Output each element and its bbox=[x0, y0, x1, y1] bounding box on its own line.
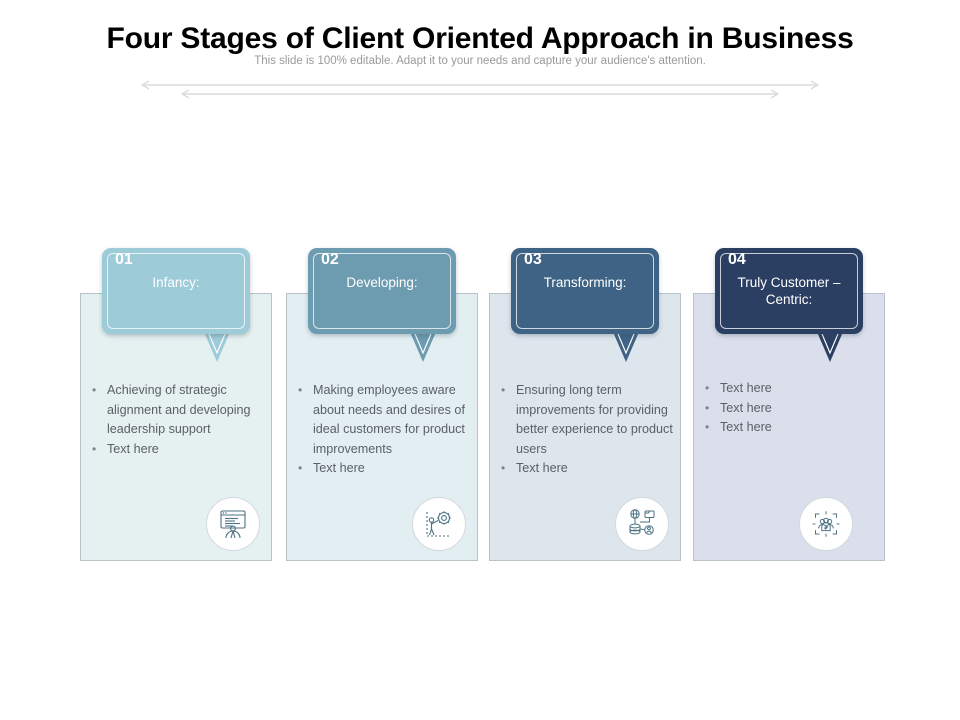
list-item: Making employees aware about needs and d… bbox=[296, 381, 471, 459]
page-title: Four Stages of Client Oriented Approach … bbox=[106, 22, 854, 55]
list-item: Ensuring long term improvements for prov… bbox=[499, 381, 674, 459]
presentation-screen-person-glyph bbox=[220, 510, 246, 539]
stage-number-4: 04 bbox=[728, 251, 746, 268]
stage-number-2: 02 bbox=[321, 251, 339, 268]
network-database-user-icon bbox=[615, 497, 669, 551]
list-item: Text here bbox=[703, 399, 878, 419]
list-item: Text here bbox=[703, 418, 878, 438]
stage-bubble-1[interactable]: 01 Infancy: bbox=[102, 248, 250, 334]
stages-row: 01 Infancy: Achieving of strategic align… bbox=[0, 248, 960, 578]
arrow-long-right-head bbox=[810, 80, 820, 90]
list-item: Text here bbox=[90, 440, 265, 460]
stage-bubble-3[interactable]: 03 Transforming: bbox=[511, 248, 659, 334]
page-subtitle: This slide is 100% editable. Adapt it to… bbox=[254, 55, 706, 67]
stage-bullet-list-1: Achieving of strategic alignment and dev… bbox=[90, 381, 265, 459]
arrow-short-left-head bbox=[180, 89, 190, 99]
list-item: Text here bbox=[296, 459, 471, 479]
stage-number-1: 01 bbox=[115, 251, 133, 268]
arrow-short-right-head bbox=[770, 89, 780, 99]
stage-card-1[interactable]: 01 Infancy: Achieving of strategic align… bbox=[80, 248, 274, 568]
list-item: Text here bbox=[499, 459, 674, 479]
decorative-arrow-band bbox=[135, 78, 825, 104]
arrow-long-left-head bbox=[140, 80, 150, 90]
stage-bullet-list-3: Ensuring long term improvements for prov… bbox=[499, 381, 674, 479]
stage-label-2: Developing: bbox=[346, 275, 418, 290]
person-pushing-gear-icon bbox=[412, 497, 466, 551]
stage-card-2[interactable]: 02 Developing: Making employees aware ab… bbox=[286, 248, 480, 568]
stage-label-1: Infancy: bbox=[152, 275, 200, 290]
stage-bullet-list-2: Making employees aware about needs and d… bbox=[296, 381, 471, 479]
stage-bubble-4[interactable]: 04 Truly Customer – Centric: bbox=[715, 248, 863, 334]
stage-card-4[interactable]: 04 Truly Customer – Centric: Text here T… bbox=[693, 248, 887, 568]
stage-bullet-list-4: Text here Text here Text here bbox=[703, 379, 878, 438]
stage-label-3: Transforming: bbox=[543, 275, 627, 290]
stage-card-3[interactable]: 03 Transforming: Ensuring long term impr… bbox=[489, 248, 683, 568]
stage-number-3: 03 bbox=[524, 251, 542, 268]
person-pushing-gear-glyph bbox=[426, 511, 451, 537]
network-database-user-glyph bbox=[629, 509, 655, 535]
arrow-band-svg bbox=[140, 80, 820, 99]
list-item: Achieving of strategic alignment and dev… bbox=[90, 381, 265, 440]
presentation-screen-person-icon bbox=[206, 497, 260, 551]
customer-group-focus-icon bbox=[799, 497, 853, 551]
stage-bubble-2[interactable]: 02 Developing: bbox=[308, 248, 456, 334]
customer-group-focus-glyph bbox=[812, 511, 840, 537]
stage-label-4: Truly Customer – Centric: bbox=[737, 275, 841, 307]
list-item: Text here bbox=[703, 379, 878, 399]
